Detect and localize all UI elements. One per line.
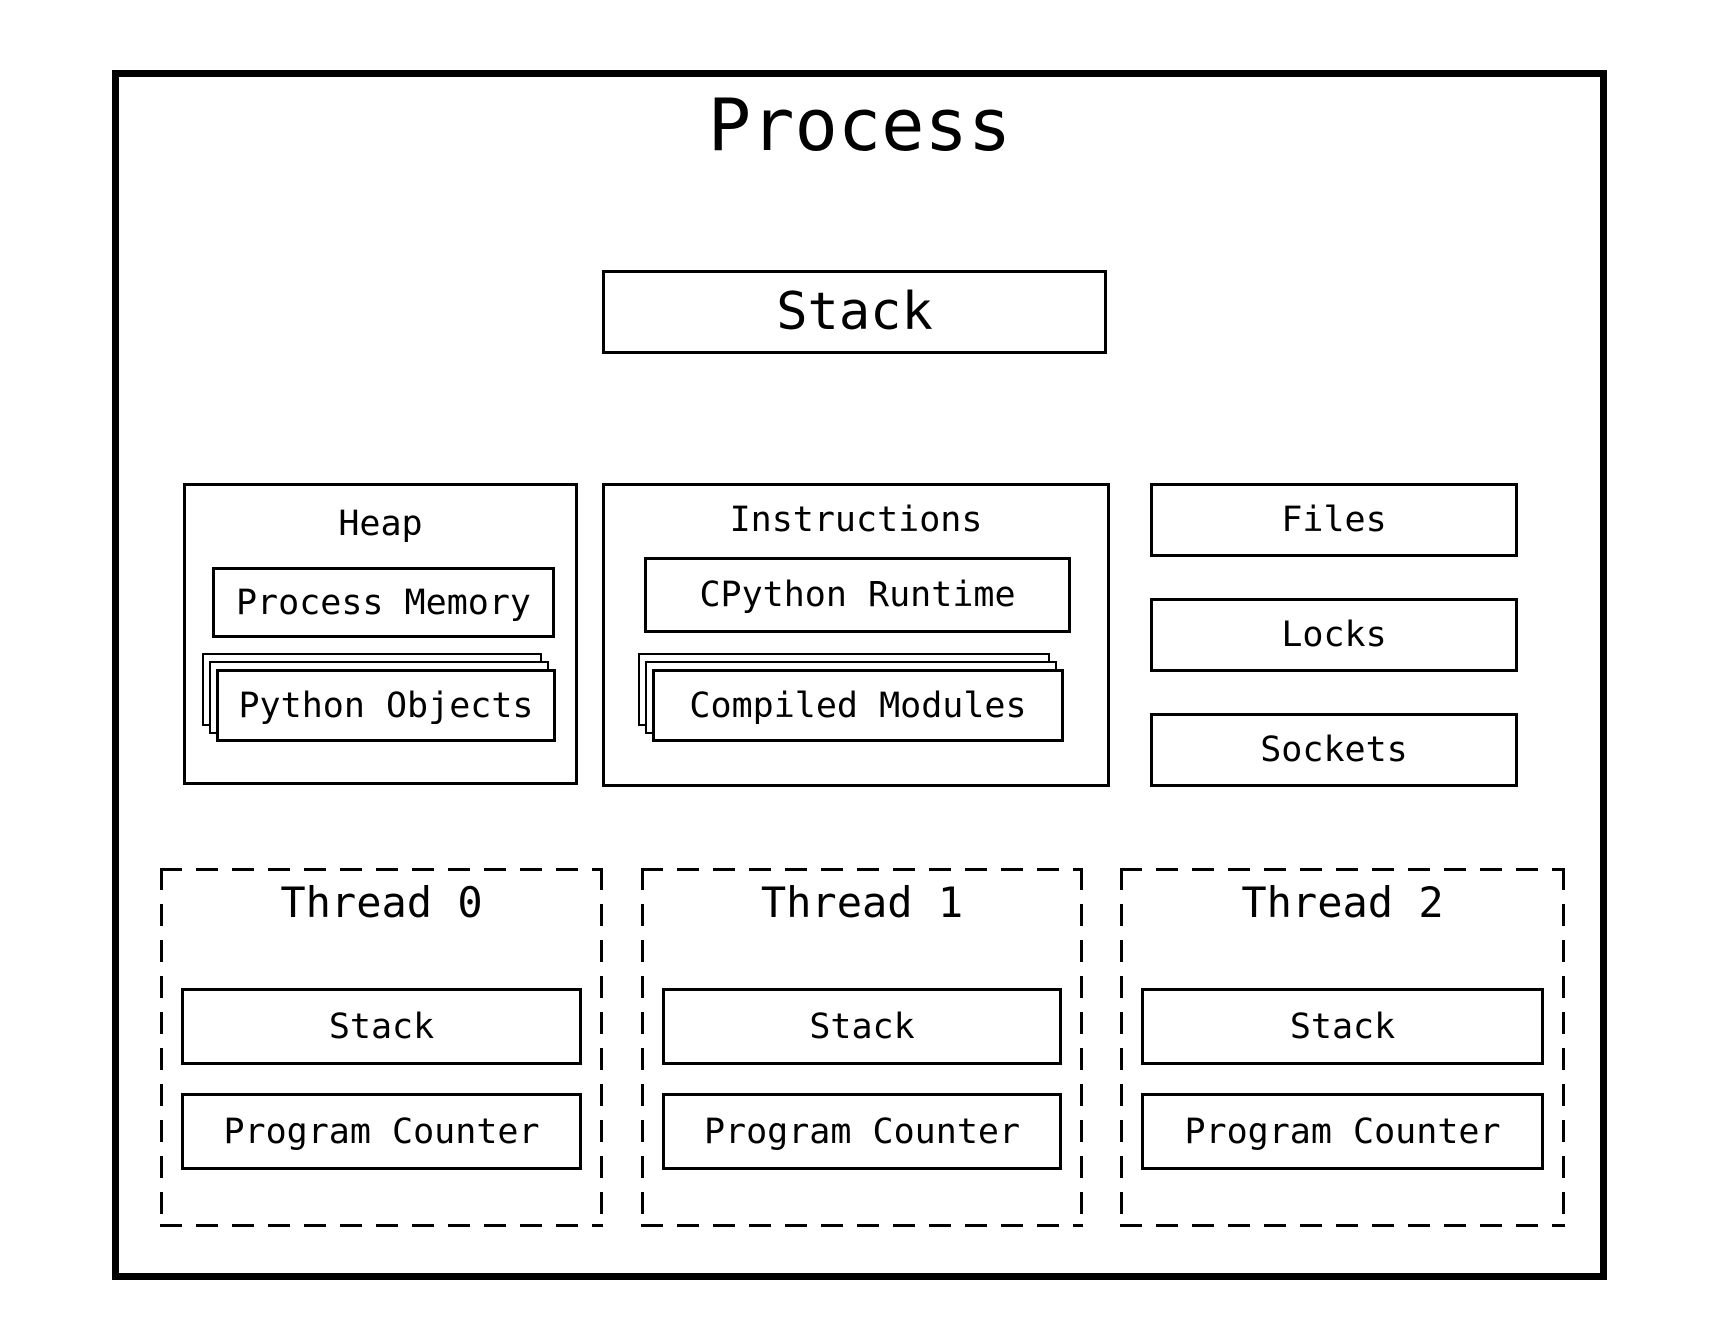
dashed-border [641, 868, 644, 1227]
files-box: Files [1150, 483, 1518, 557]
thread-0-stack-label: Stack [328, 1006, 435, 1047]
process-box [112, 70, 1607, 1280]
sockets-label: Sockets [1260, 730, 1408, 770]
thread-1-program-counter-box: Program Counter [662, 1093, 1062, 1170]
dashed-border [160, 868, 163, 1227]
thread-0-stack-box: Stack [181, 988, 582, 1065]
thread-0-program-counter-box: Program Counter [181, 1093, 582, 1170]
process-title: Process [707, 83, 1012, 167]
thread-box-1: Thread 1 Stack Program Counter [641, 868, 1083, 1227]
locks-box: Locks [1150, 598, 1518, 672]
dashed-border [1120, 1224, 1565, 1227]
dashed-border [1562, 868, 1565, 1227]
locks-label: Locks [1281, 615, 1387, 655]
dashed-border [1080, 868, 1083, 1227]
dashed-border [1120, 868, 1123, 1227]
thread-0-title: Thread 0 [280, 878, 483, 927]
instructions-box: Instructions CPython Runtime Compiled Mo… [602, 483, 1110, 787]
dashed-border [160, 1224, 603, 1227]
thread-2-stack-label: Stack [1289, 1006, 1396, 1047]
dashed-border [160, 868, 603, 871]
process-memory-label: Process Memory [235, 582, 531, 623]
heap-box: Heap Process Memory Python Objects [183, 483, 578, 785]
compiled-modules-stack: Compiled Modules [638, 653, 1064, 742]
dashed-border [600, 868, 603, 1227]
python-objects-card: Python Objects [216, 669, 556, 742]
compiled-modules-card: Compiled Modules [652, 669, 1064, 742]
thread-2-program-counter-box: Program Counter [1141, 1093, 1544, 1170]
process-memory-box: Process Memory [212, 567, 555, 638]
thread-0-program-counter-label: Program Counter [223, 1111, 540, 1152]
cpython-runtime-box: CPython Runtime [644, 557, 1071, 633]
thread-2-title: Thread 2 [1241, 878, 1444, 927]
main-stack-label: Stack [776, 282, 933, 342]
dashed-border [641, 868, 1083, 871]
cpython-runtime-label: CPython Runtime [699, 575, 1016, 615]
dashed-border [1120, 868, 1565, 871]
sockets-box: Sockets [1150, 713, 1518, 787]
heap-title: Heap [338, 504, 423, 544]
dashed-border [641, 1224, 1083, 1227]
python-objects-stack: Python Objects [202, 653, 556, 742]
instructions-title: Instructions [729, 500, 983, 540]
thread-1-program-counter-label: Program Counter [703, 1111, 1021, 1152]
thread-box-0: Thread 0 Stack Program Counter [160, 868, 603, 1227]
thread-2-stack-box: Stack [1141, 988, 1544, 1065]
thread-1-stack-box: Stack [662, 988, 1062, 1065]
thread-1-title: Thread 1 [760, 878, 964, 927]
files-label: Files [1281, 500, 1387, 540]
compiled-modules-label: Compiled Modules [689, 685, 1027, 726]
thread-box-2: Thread 2 Stack Program Counter [1120, 868, 1565, 1227]
thread-1-stack-label: Stack [809, 1006, 915, 1047]
python-objects-label: Python Objects [238, 685, 534, 726]
main-stack-box: Stack [602, 270, 1107, 354]
thread-2-program-counter-label: Program Counter [1184, 1111, 1501, 1152]
